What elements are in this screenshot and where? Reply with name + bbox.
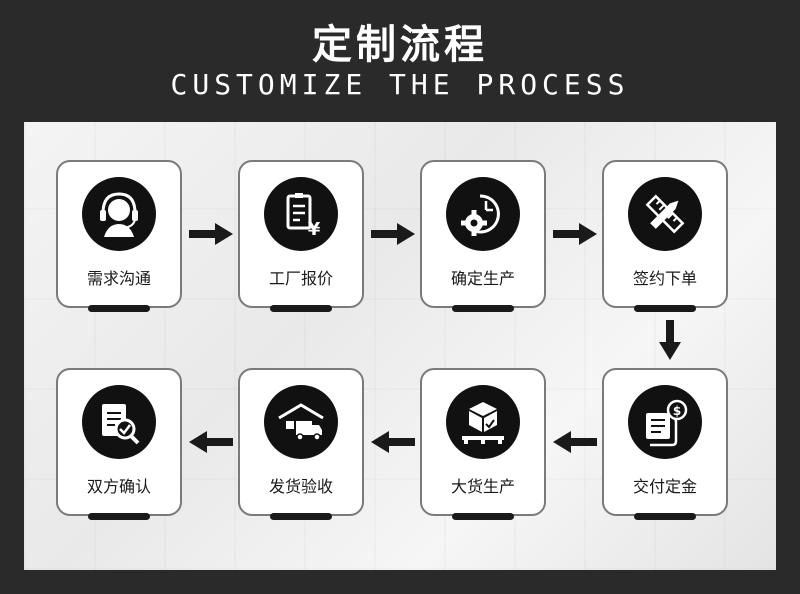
step-card-requirements: 需求沟通 bbox=[56, 160, 182, 312]
arrow-right-icon bbox=[189, 222, 233, 246]
page-title: 定制流程 bbox=[312, 22, 488, 68]
arrow-left-icon bbox=[189, 430, 233, 454]
card-underline bbox=[270, 513, 332, 520]
step-label: 确定生产 bbox=[450, 269, 515, 288]
arrow-down-icon bbox=[658, 320, 682, 360]
step-card-mass-production: 大货生产 bbox=[420, 368, 546, 520]
deposit-payment-icon: $ bbox=[628, 385, 702, 459]
step-label: 签约下单 bbox=[632, 269, 697, 288]
step-label: 交付定金 bbox=[632, 477, 697, 496]
package-box-icon bbox=[446, 385, 520, 459]
card-underline bbox=[452, 305, 514, 312]
quotation-icon: ¥ bbox=[264, 177, 338, 251]
arrow-right-icon bbox=[371, 222, 415, 246]
step-label: 双方确认 bbox=[86, 477, 151, 496]
step-label: 大货生产 bbox=[450, 477, 515, 496]
svg-text:$: $ bbox=[673, 404, 681, 418]
pencil-ruler-icon bbox=[628, 177, 702, 251]
step-card-shipping-acceptance: 发货验收 bbox=[238, 368, 364, 520]
step-label: 发货验收 bbox=[268, 477, 333, 496]
step-card-confirm-production: 确定生产 bbox=[420, 160, 546, 312]
document-check-icon bbox=[82, 385, 156, 459]
arrow-right-icon bbox=[553, 222, 597, 246]
step-card-deposit: $ 交付定金 bbox=[602, 368, 728, 520]
step-card-mutual-confirmation: 双方确认 bbox=[56, 368, 182, 520]
arrow-left-icon bbox=[371, 430, 415, 454]
process-panel: 需求沟通 ¥ 工厂报价 bbox=[24, 122, 776, 570]
delivery-truck-icon bbox=[264, 385, 338, 459]
card-underline bbox=[452, 513, 514, 520]
card-underline bbox=[88, 513, 150, 520]
gear-clock-icon bbox=[446, 177, 520, 251]
card-underline bbox=[88, 305, 150, 312]
step-card-quotation: ¥ 工厂报价 bbox=[238, 160, 364, 312]
page-subtitle: CUSTOMIZE THE PROCESS bbox=[170, 68, 630, 101]
step-label: 需求沟通 bbox=[86, 269, 151, 288]
card-underline bbox=[634, 305, 696, 312]
card-underline bbox=[270, 305, 332, 312]
arrow-left-icon bbox=[553, 430, 597, 454]
card-underline bbox=[634, 513, 696, 520]
step-label: 工厂报价 bbox=[268, 269, 333, 288]
customer-service-icon bbox=[82, 177, 156, 251]
svg-text:¥: ¥ bbox=[308, 219, 321, 240]
step-card-sign-order: 签约下单 bbox=[602, 160, 728, 312]
